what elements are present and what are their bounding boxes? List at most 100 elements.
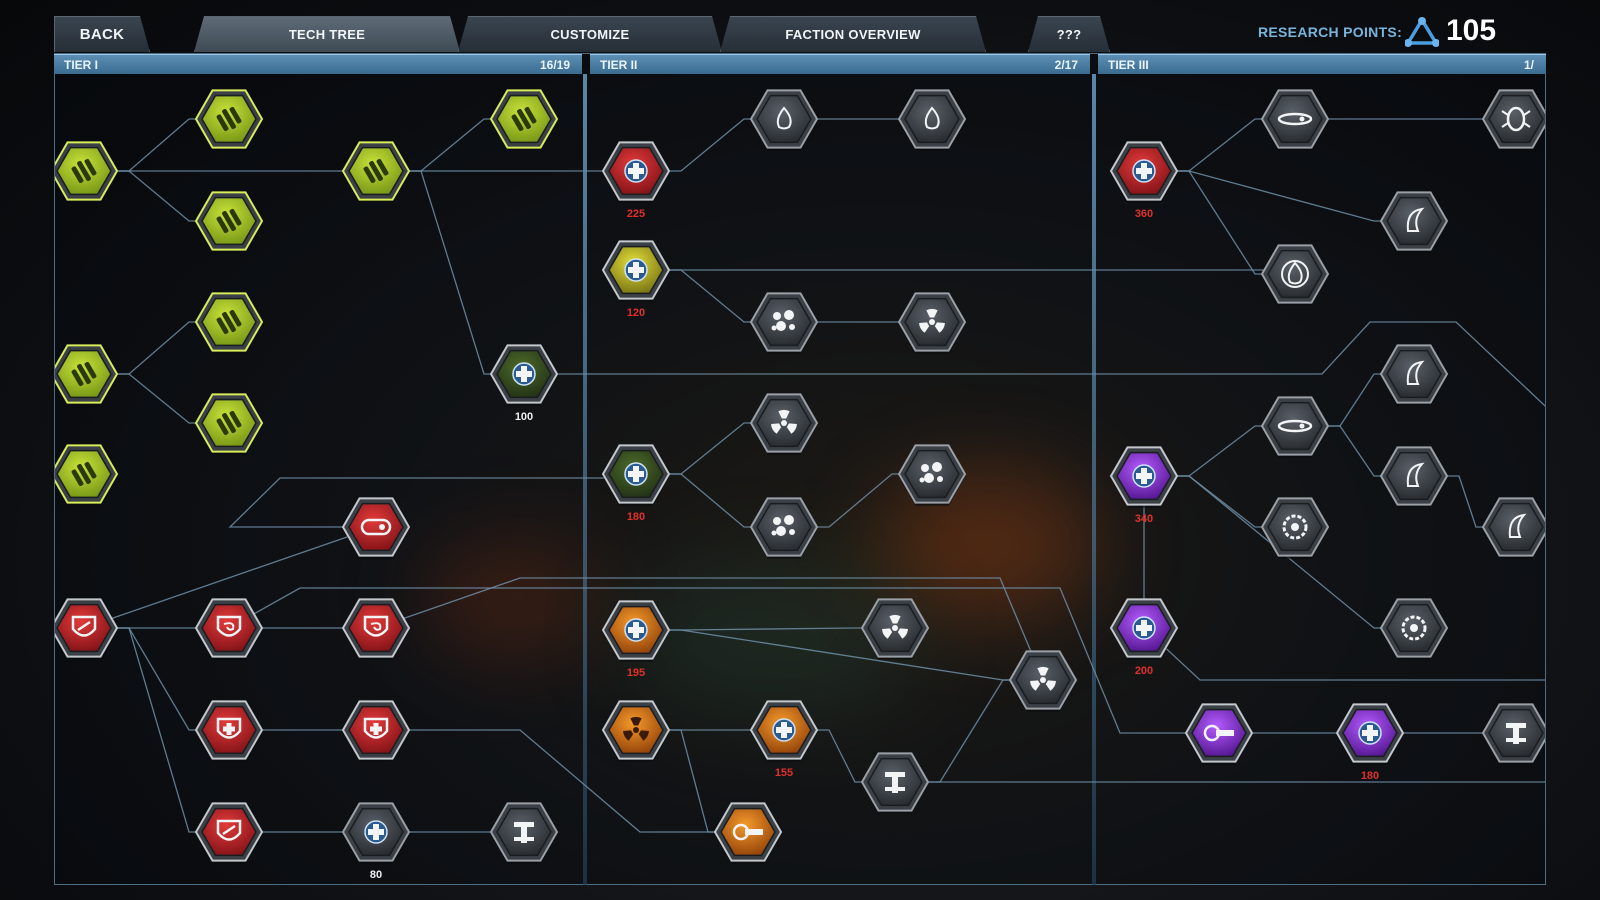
tier-progress: 1/	[1523, 57, 1534, 72]
cross-shield-icon	[363, 717, 389, 739]
tech-node-claw[interactable]	[1481, 497, 1549, 559]
tier-progress: 16/19	[539, 57, 570, 72]
tech-node-dart[interactable]	[1260, 89, 1330, 151]
tab-tech-tree[interactable]: TECH TREE	[194, 16, 460, 52]
tech-node-armor[interactable]	[1481, 703, 1549, 765]
tech-node-medic-plus[interactable]: 195	[601, 600, 671, 679]
medic-plus-icon	[624, 462, 648, 486]
tech-node-swirl-shield[interactable]	[194, 598, 264, 660]
tech-node-radiation[interactable]	[601, 700, 671, 762]
tech-node-medic-plus[interactable]: 340	[1109, 446, 1179, 525]
tier-divider-1	[583, 74, 587, 885]
tier-divider-2	[1092, 74, 1096, 885]
tech-node-shield[interactable]	[51, 598, 119, 660]
tech-node-explosion[interactable]	[51, 444, 119, 506]
tier-progress: 2/17	[1054, 57, 1078, 72]
medic-plus-icon	[624, 618, 648, 642]
tech-node-splash[interactable]	[194, 393, 264, 455]
armor-icon	[1506, 723, 1526, 744]
tech-node-shield[interactable]	[194, 802, 264, 864]
tech-node-beetle[interactable]	[1481, 89, 1549, 151]
node-cost-label: 225	[627, 208, 645, 220]
tab-customize[interactable]: CUSTOMIZE	[458, 16, 722, 52]
research-points-icon	[1404, 17, 1440, 52]
tech-node-flame[interactable]	[749, 89, 819, 151]
tech-node-swirl-shield[interactable]	[341, 598, 411, 660]
gear-icon	[1401, 615, 1427, 641]
medic-plus-icon	[624, 258, 648, 282]
connector-line	[1144, 170, 1414, 222]
connector-line	[83, 526, 377, 629]
tier-header-1: TIER I 16/19	[54, 54, 582, 74]
splash-icon	[216, 410, 242, 436]
node-cost-label: 360	[1135, 208, 1153, 220]
connector-line	[375, 577, 1044, 681]
tech-node-plasma-beam[interactable]	[1184, 703, 1254, 765]
flame-icon	[776, 106, 792, 130]
spore-icon	[771, 515, 795, 536]
medic-plus-icon	[772, 718, 796, 742]
tech-node-tank-track[interactable]	[341, 497, 411, 559]
medic-plus-icon	[1132, 464, 1156, 488]
tech-node-biohazard[interactable]	[897, 292, 967, 354]
node-cost-label: 340	[1135, 513, 1153, 525]
tech-node-flame[interactable]	[897, 89, 967, 151]
bullets-icon	[216, 106, 242, 132]
tech-node-turret[interactable]	[489, 802, 559, 864]
tech-node-medic-plus[interactable]: 180	[1335, 703, 1405, 782]
swirl-shield-icon	[216, 615, 242, 637]
cross-shield-icon	[216, 717, 242, 739]
tech-node-radiation[interactable]	[860, 598, 930, 660]
tech-node-ammo-crate[interactable]	[51, 141, 119, 203]
tech-node-claw[interactable]	[1379, 446, 1449, 508]
shield-icon	[71, 615, 97, 637]
tech-node-radiation[interactable]	[1008, 650, 1078, 712]
swirl-shield-icon	[363, 615, 389, 637]
tech-node-medic-plus[interactable]: 180	[601, 444, 671, 523]
rocket-icon	[216, 208, 242, 234]
tech-node-beam[interactable]	[713, 802, 783, 864]
tech-node-drop[interactable]	[1379, 191, 1449, 253]
tech-node-rocket[interactable]	[194, 191, 264, 253]
connector-line	[1143, 627, 1545, 681]
ammo-belt-icon	[511, 106, 537, 132]
connector-line	[524, 321, 1545, 407]
tab-faction-overview[interactable]: FACTION OVERVIEW	[720, 16, 986, 52]
drop-icon	[1406, 207, 1425, 232]
tech-node-medic-plus[interactable]: 100	[489, 344, 559, 423]
tech-node-gear[interactable]	[1260, 497, 1330, 559]
tech-node-biohazard[interactable]	[749, 393, 819, 455]
tech-node-cross-shield[interactable]	[194, 700, 264, 762]
tech-node-ring-flame[interactable]	[1260, 244, 1330, 306]
tech-node-blast[interactable]	[194, 292, 264, 354]
tech-node-medic-plus[interactable]: 360	[1109, 141, 1179, 220]
tech-node-medic-plus[interactable]: 80	[341, 802, 411, 881]
beam-icon	[732, 823, 763, 841]
tech-node-medic-plus[interactable]: 155	[749, 700, 819, 779]
medic-plus-icon	[512, 362, 536, 386]
tech-node-barrier[interactable]	[860, 752, 930, 814]
node-cost-label: 195	[627, 667, 645, 679]
medic-plus-icon	[1358, 721, 1382, 745]
tech-node-spore[interactable]	[749, 497, 819, 559]
tech-node-cells[interactable]	[897, 444, 967, 506]
barrier-icon	[885, 772, 905, 793]
tech-node-bullets[interactable]	[194, 89, 264, 151]
node-cost-label: 120	[627, 307, 645, 319]
tech-node-medic-plus[interactable]: 225	[601, 141, 671, 220]
tech-node-bullet[interactable]	[341, 141, 411, 203]
tech-node-gas[interactable]	[749, 292, 819, 354]
tech-node-gear[interactable]	[1379, 598, 1449, 660]
capsule-icon	[1277, 419, 1313, 433]
tech-node-ammo-belt[interactable]	[489, 89, 559, 151]
ring-flame-icon	[1281, 260, 1309, 288]
tier-name: TIER III	[1108, 57, 1149, 72]
node-cost-label: 155	[775, 767, 793, 779]
tech-node-capsule[interactable]	[1260, 396, 1330, 458]
tab-mystery[interactable]: ???	[1028, 16, 1110, 52]
tech-node-cross-shield[interactable]	[341, 700, 411, 762]
tech-node-grenade[interactable]	[51, 344, 119, 406]
tech-node-claw[interactable]	[1379, 344, 1449, 406]
tech-node-medic-plus[interactable]: 120	[601, 240, 671, 319]
tech-node-medic-plus[interactable]: 200	[1109, 598, 1179, 677]
